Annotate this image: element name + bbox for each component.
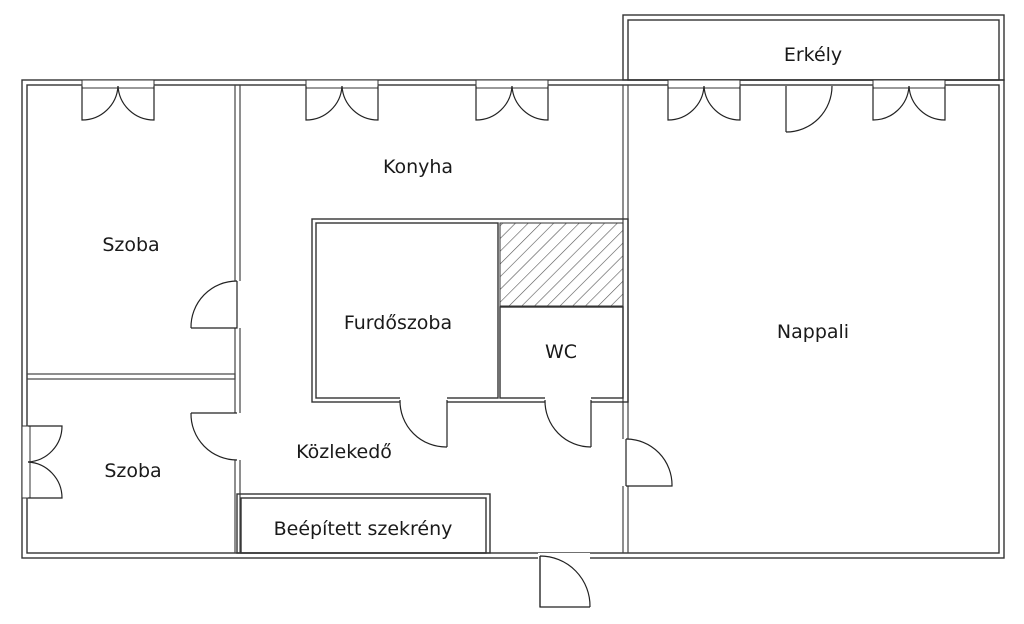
door-entrance[interactable] bbox=[538, 553, 591, 608]
room-label-wc: WC bbox=[545, 341, 577, 363]
room-label-nappali: Nappali bbox=[777, 321, 849, 343]
room-label-szoba-top: Szoba bbox=[102, 234, 159, 256]
window-szoba-bottom[interactable] bbox=[21, 425, 63, 499]
window-nappali-left[interactable] bbox=[667, 79, 741, 121]
window-szoba-top[interactable] bbox=[81, 79, 155, 121]
room-label-erkely: Erkély bbox=[784, 44, 842, 66]
room-label-konyha: Konyha bbox=[383, 156, 453, 178]
shaft-hatch bbox=[499, 222, 624, 307]
door-szoba-bottom[interactable] bbox=[190, 412, 241, 461]
door-balcony[interactable] bbox=[785, 85, 833, 133]
door-furdoszoba[interactable] bbox=[399, 396, 448, 448]
window-konyha-right[interactable] bbox=[475, 79, 549, 121]
interior-walls bbox=[26, 84, 629, 554]
room-label-szekreny: Beépített szekrény bbox=[274, 518, 453, 540]
window-nappali-right[interactable] bbox=[872, 79, 946, 121]
room-label-kozlekedo: Közlekedő bbox=[296, 441, 392, 463]
window-konyha-left[interactable] bbox=[305, 79, 379, 121]
door-nappali[interactable] bbox=[622, 438, 673, 487]
room-label-furdoszoba: Furdőszoba bbox=[344, 312, 452, 334]
door-szoba-top[interactable] bbox=[190, 280, 241, 329]
door-wc[interactable] bbox=[544, 396, 592, 448]
room-label-szoba-bottom: Szoba bbox=[104, 460, 161, 482]
